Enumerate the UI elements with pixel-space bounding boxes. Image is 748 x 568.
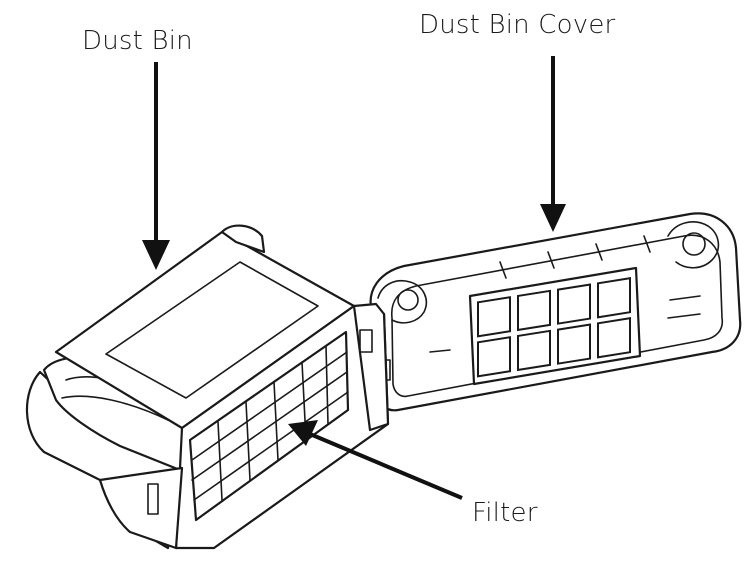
dust-bin-illustration: [25, 224, 390, 550]
dust-bin-cover-illustration: [369, 212, 742, 412]
dust-bin-label: Dust Bin: [82, 26, 193, 56]
bin-filter-grid: [191, 345, 349, 501]
dust-bin-cover-label: Dust Bin Cover: [419, 10, 616, 40]
dust-bin-arrow: [142, 62, 170, 270]
filter-arrow: [288, 420, 463, 500]
dust-bin-cover-arrow: [540, 56, 566, 232]
filter-label: Filter: [472, 498, 538, 528]
